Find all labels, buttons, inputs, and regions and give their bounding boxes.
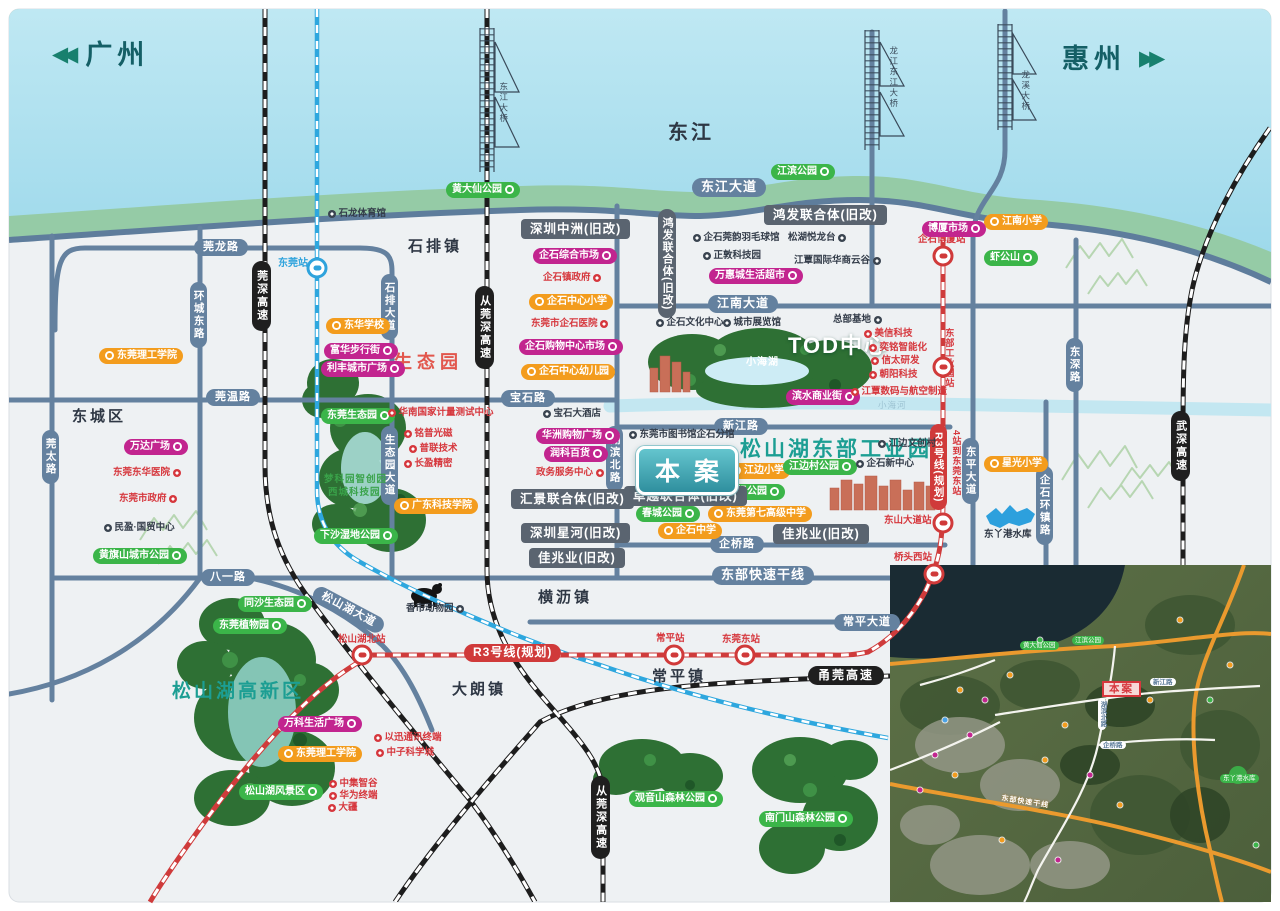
station-dongshan-dadao[interactable] (932, 512, 954, 534)
project-badge[interactable]: 本案 (636, 446, 739, 495)
riverside-road (9, 196, 1271, 285)
inset-poi-dot (999, 837, 1005, 843)
inset-poi-dot (1253, 842, 1259, 848)
inset-poi-dot (1207, 697, 1213, 703)
expressways (262, 9, 1271, 902)
inset-poi-dot (917, 787, 923, 793)
inset-poi-dot (952, 772, 958, 778)
inset-poi-dot (942, 717, 948, 723)
inset-poi-dot (1147, 697, 1153, 703)
inset-poi-dot (1177, 617, 1183, 623)
station-dongguan-east[interactable] (734, 644, 756, 666)
inset-poi-dot (967, 732, 973, 738)
inset-poi-dot (1087, 772, 1093, 778)
inset-poi-dot (1007, 672, 1013, 678)
station-qishi-boxia[interactable] (932, 245, 954, 267)
inset-poi-dot (1117, 802, 1123, 808)
inset-poi-dot (1055, 857, 1061, 863)
inset-poi-dot (1062, 722, 1068, 728)
station-songshanhu-north[interactable] (351, 644, 373, 666)
inset-poi-dot (1042, 757, 1048, 763)
station-qiaotou-west[interactable] (923, 563, 945, 585)
bridges (479, 24, 1038, 172)
station-east-industrial-park[interactable] (932, 356, 954, 378)
xiaohai-river (603, 396, 1271, 417)
inset-poi-dot (932, 752, 938, 758)
inset-poi-dot (1037, 637, 1043, 643)
station-changping[interactable] (663, 644, 685, 666)
inset-poi-dot (982, 697, 988, 703)
reservoir-dongyagang (986, 505, 1035, 528)
mountain-sketches (139, 238, 1180, 565)
inset-orange-roads (890, 565, 1271, 902)
inset-poi-dot (957, 687, 963, 693)
satellite-inset-map[interactable] (890, 565, 1271, 902)
inset-river (890, 565, 1125, 659)
inset-poi-dot (1227, 662, 1233, 668)
inset-canvas (890, 565, 1271, 902)
dongjiang-river (9, 9, 1271, 252)
station-dongguan[interactable] (306, 257, 328, 279)
